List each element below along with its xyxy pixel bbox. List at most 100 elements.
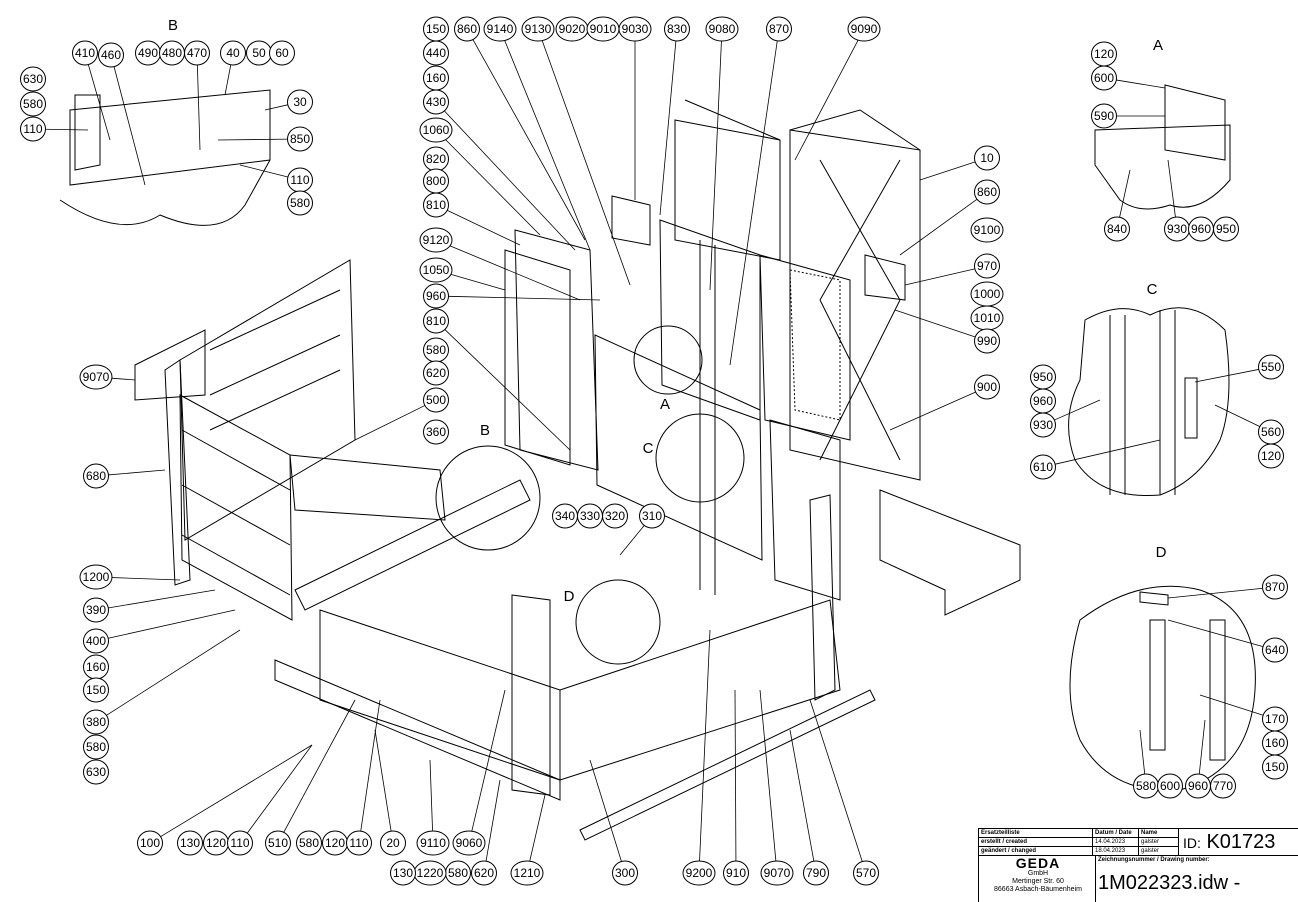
leader-line	[919, 161, 976, 181]
callout-number: 500	[426, 393, 446, 407]
leader-line	[709, 40, 722, 291]
balloon-circle	[346, 830, 372, 856]
callout-balloon: 10	[974, 145, 1000, 171]
balloon-circle	[419, 257, 453, 283]
callout-balloon: 9110	[416, 830, 450, 856]
callout-number: 10	[980, 151, 994, 165]
callout-balloon: 9090	[847, 16, 881, 42]
company-form: GmbH	[1027, 870, 1049, 877]
leader-line	[894, 309, 976, 338]
callout-number: 380	[86, 715, 106, 729]
callout-balloon: 120	[322, 830, 348, 856]
leader-line	[447, 272, 506, 291]
callout-number: 20	[386, 836, 400, 850]
callout-number: 9110	[420, 836, 446, 850]
leader-line	[264, 104, 289, 111]
callout-number: 160	[426, 71, 446, 85]
leader-line	[471, 689, 506, 832]
callout-balloon: 430	[423, 89, 449, 115]
date-label: Datum / Date	[1093, 829, 1139, 838]
balloon-circle	[83, 463, 109, 489]
callout-balloon: 120	[1091, 41, 1117, 67]
balloon-circle	[20, 66, 46, 92]
callout-number: 800	[426, 174, 446, 188]
leader-line	[160, 744, 313, 838]
callout-number: 960	[426, 289, 446, 303]
callout-number: 580	[426, 343, 446, 357]
callout-number: 120	[206, 836, 226, 850]
callout-number: 590	[1094, 109, 1114, 123]
balloon-circle	[423, 89, 449, 115]
balloon-circle	[1262, 574, 1288, 600]
balloon-circle	[177, 830, 203, 856]
balloon-circle	[20, 116, 46, 142]
leader-line	[472, 39, 586, 241]
leader-line	[1198, 719, 1206, 775]
callout-number: 950	[1216, 222, 1236, 236]
callout-number: 130	[180, 836, 200, 850]
callout-number: 9020	[559, 22, 586, 36]
leader-line	[224, 64, 232, 96]
leader-line	[44, 128, 89, 131]
balloon-circle	[20, 91, 46, 117]
callout-balloon: 120	[203, 830, 229, 856]
leader-line	[87, 64, 111, 141]
callout-balloon: 160	[423, 65, 449, 91]
leader-line	[107, 589, 216, 609]
callout-number: 9080	[709, 22, 736, 36]
balloon-circle	[682, 860, 716, 886]
callout-balloon: 850	[287, 126, 313, 152]
balloon-circle	[380, 830, 406, 856]
balloon-circle	[974, 145, 1000, 171]
callout-number: 460	[101, 48, 121, 62]
callout-number: 1050	[423, 263, 450, 277]
callout-balloon: 960	[423, 283, 449, 309]
callout-balloon: 60	[269, 40, 295, 66]
balloon-circle	[974, 328, 1000, 354]
callout-number: 1010	[974, 311, 1001, 325]
callout-number: 50	[252, 46, 266, 60]
callout-balloon: 1210	[510, 860, 544, 886]
id-label: ID:	[1183, 835, 1201, 851]
leader-line	[729, 40, 778, 366]
callout-balloon: 440	[423, 40, 449, 66]
callout-balloon: 130	[390, 860, 416, 886]
balloon-circle	[287, 190, 313, 216]
balloon-circle	[83, 677, 109, 703]
callout-balloon: 870	[766, 16, 792, 42]
callout-balloon: 600	[1091, 65, 1117, 91]
balloon-circle	[1213, 216, 1239, 242]
callout-balloon: 110	[287, 167, 313, 193]
callout-balloon: 580	[423, 337, 449, 363]
balloon-circle	[1258, 354, 1284, 380]
callout-balloon: 9060	[452, 830, 486, 856]
created-name: galster	[1139, 838, 1179, 847]
callout-number: 960	[1188, 779, 1208, 793]
detail-view-letter: B	[168, 17, 178, 34]
callout-balloon: 170	[1262, 706, 1288, 732]
callout-balloon: 110	[346, 830, 372, 856]
leader-line	[107, 609, 236, 639]
balloon-circle	[723, 860, 749, 886]
callout-number: 1220	[417, 866, 444, 880]
leader-line	[443, 110, 576, 251]
callout-balloon: 960	[1185, 773, 1211, 799]
callout-number: 580	[86, 740, 106, 754]
callout-balloon: 580	[20, 91, 46, 117]
callout-number: 510	[268, 836, 288, 850]
callout-balloon: 300	[612, 860, 638, 886]
leader-line	[1194, 368, 1260, 383]
balloon-circle	[1091, 103, 1117, 129]
callout-number: 580	[1136, 779, 1156, 793]
callout-balloon: 9130	[521, 16, 555, 42]
callout-number: 9140	[487, 22, 514, 36]
balloon-circle	[184, 40, 210, 66]
callout-balloon: 310	[639, 503, 665, 529]
callout-balloon: 570	[853, 860, 879, 886]
callout-number: 770	[1213, 779, 1233, 793]
callout-number: 150	[426, 22, 446, 36]
callout-balloon: 320	[602, 503, 628, 529]
callout-number: 170	[1265, 712, 1285, 726]
leader-line	[904, 268, 976, 286]
callout-number: 970	[977, 259, 997, 273]
